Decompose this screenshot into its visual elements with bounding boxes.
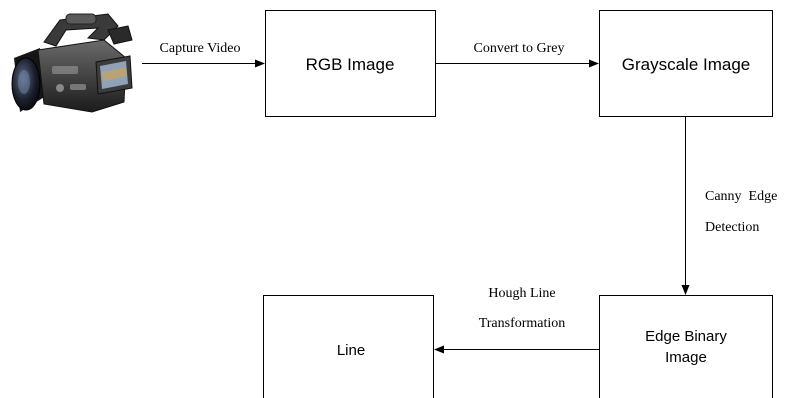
hough-label-line1: Hough Line <box>488 286 555 301</box>
grayscale-image-box <box>599 10 773 117</box>
video-camera-icon <box>11 13 133 113</box>
convert-to-grey-label: Convert to Grey <box>474 41 565 56</box>
edge-binary-label-line2: Image <box>665 349 707 366</box>
line-label: Line <box>337 342 365 359</box>
grayscale-image-label: Grayscale Image <box>622 55 751 74</box>
canny-label-line1: Canny Edge <box>705 189 777 204</box>
line-box <box>263 295 434 398</box>
edge-binary-image-box <box>599 295 773 398</box>
canny-label-line2: Detection <box>705 220 759 235</box>
rgb-image-box <box>265 10 436 117</box>
capture-video-label: Capture Video <box>160 41 241 56</box>
rgb-image-label: RGB Image <box>306 55 395 74</box>
edge-binary-label-line1: Edge Binary <box>645 328 727 345</box>
hough-label-line2: Transformation <box>479 316 566 331</box>
